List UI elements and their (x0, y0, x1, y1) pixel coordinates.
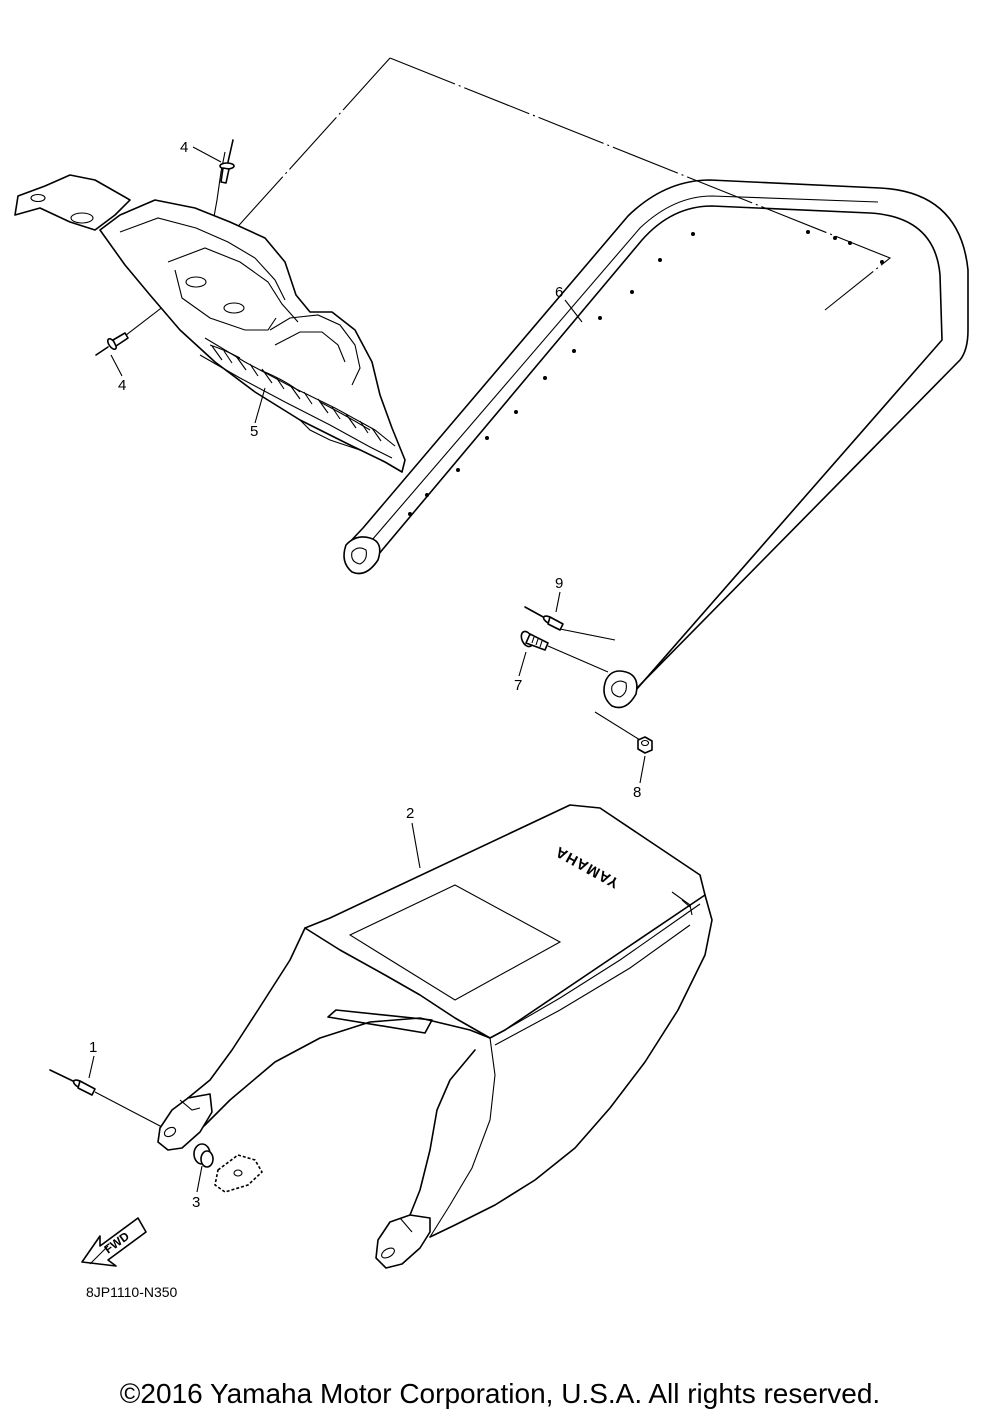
callout-1: 1 (89, 1039, 97, 1056)
rivet-1-icon (49, 1069, 96, 1096)
callouts: 4 4 5 6 9 7 8 2 1 3 (88, 139, 646, 1211)
grommet-3-icon (193, 1143, 263, 1193)
seat-part: YAMAHA (157, 804, 713, 1269)
callout-2: 2 (406, 805, 414, 822)
callout-5: 5 (250, 423, 258, 440)
reference-lines (94, 57, 892, 1128)
rivet-top-icon (219, 139, 235, 184)
frame-rail-part (343, 179, 969, 709)
fwd-arrow-icon: FWD (81, 1217, 147, 1267)
rack-logo-mark (209, 344, 382, 442)
rail-holes (408, 230, 884, 516)
nut-8-icon (637, 736, 653, 754)
copyright-notice: ©2016 Yamaha Motor Corporation, U.S.A. A… (119, 1378, 881, 1409)
callout-9: 9 (555, 575, 563, 592)
rivet-left-icon (95, 332, 129, 356)
callout-7: 7 (514, 677, 522, 694)
callout-8: 8 (633, 784, 641, 801)
callout-3: 3 (192, 1194, 200, 1211)
callout-4-top: 4 (180, 139, 188, 156)
callout-6: 6 (555, 284, 563, 301)
drawing-code: 8JP1110-N350 (86, 1284, 178, 1300)
bolt-7-icon (520, 630, 549, 651)
rack-part (14, 174, 406, 473)
callout-4-left: 4 (118, 377, 126, 394)
rivet-9-icon (524, 606, 564, 631)
